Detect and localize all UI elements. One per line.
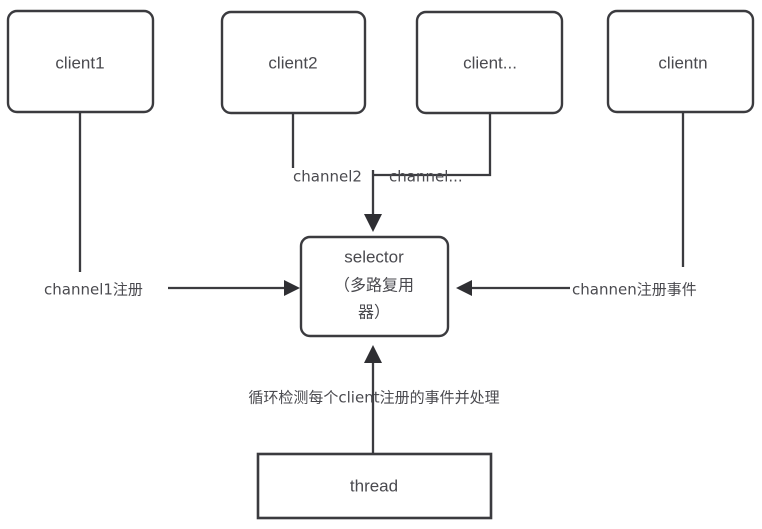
edge-clientx-elbow [373, 113, 492, 177]
arrowhead-channel1 [284, 280, 300, 296]
arrowhead-channeln [456, 280, 472, 296]
edge-label-thread-loop: 循环检测每个client注册的事件并处理 [248, 389, 499, 407]
node-client-ellipsis[interactable] [415, 10, 564, 115]
arrowhead-selector-top [364, 214, 382, 232]
node-selector[interactable] [299, 235, 450, 338]
arrowhead-selector-bottom [364, 345, 382, 363]
node-clientn[interactable] [606, 9, 755, 114]
node-selector-label-line2: （多路复用 [334, 276, 414, 295]
edge-label-channeln: channen注册事件 [572, 281, 697, 299]
node-thread[interactable] [256, 452, 493, 520]
node-client1[interactable] [6, 9, 155, 114]
node-client1-label: client1 [55, 53, 104, 72]
node-client2[interactable] [220, 10, 367, 115]
node-client-ellipsis-label: client... [463, 53, 517, 72]
node-selector-label-line3: 器） [358, 303, 390, 322]
node-client2-label: client2 [268, 53, 317, 72]
edge-label-channel1: channel1注册 [44, 281, 143, 299]
node-thread-label: thread [350, 476, 398, 495]
node-selector-label-line1: selector [344, 247, 404, 266]
edge-label-channel-ellipsis: channel... [389, 168, 463, 186]
node-clientn-label: clientn [658, 53, 707, 72]
edge-label-channel2: channel2 [293, 168, 362, 186]
